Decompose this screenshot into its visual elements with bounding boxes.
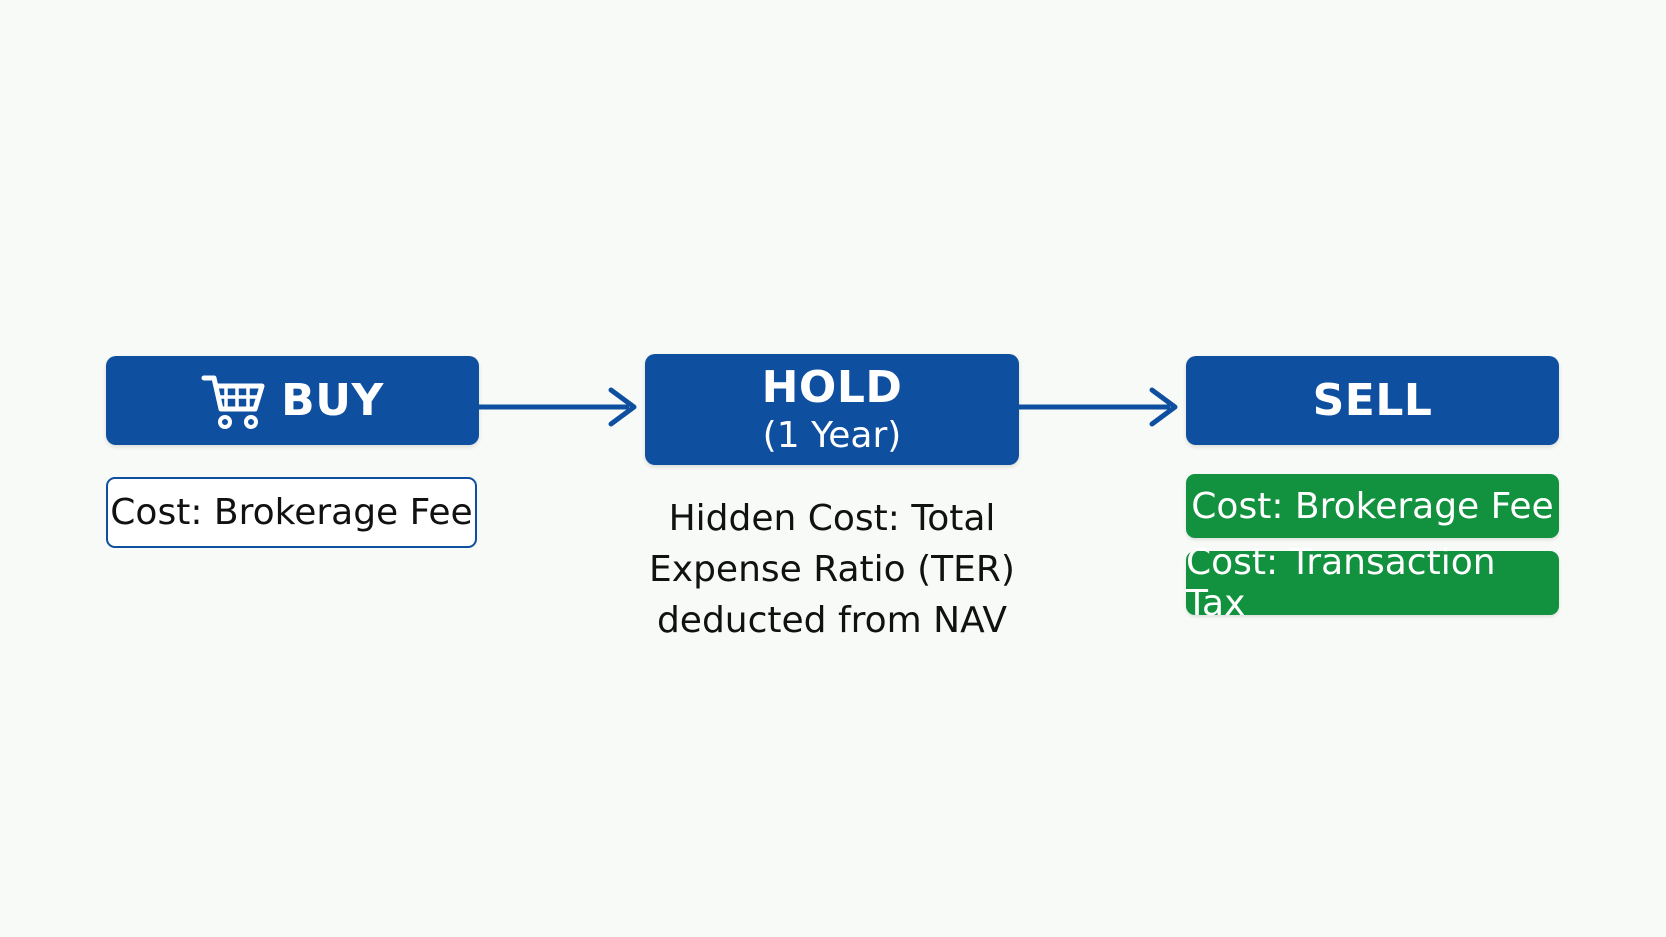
sell-stage-box: SELL <box>1186 356 1559 445</box>
buy-cost-box: Cost: Brokerage Fee <box>106 477 477 548</box>
hold-stage-title: HOLD <box>761 361 903 413</box>
buy-stage-box: BUY <box>106 356 479 445</box>
hold-to-sell-arrow <box>1019 387 1178 427</box>
hold-stage-subtitle: (1 Year) <box>762 414 902 456</box>
hold-stage-box: HOLD (1 Year) <box>645 354 1019 465</box>
hidden-cost-line-1: Hidden Cost: Total <box>668 498 996 539</box>
shopping-cart-icon <box>201 375 265 429</box>
buy-stage-title: BUY <box>281 374 384 426</box>
buy-to-hold-arrow <box>479 387 637 427</box>
hidden-cost-line-2: Expense Ratio (TER) <box>649 549 1015 590</box>
sell-stage-title: SELL <box>1312 374 1433 426</box>
sell-cost-brokerage-box: Cost: Brokerage Fee <box>1186 474 1559 538</box>
hidden-cost-line-3: deducted from NAV <box>656 600 1008 641</box>
sell-cost-transaction-tax-box: Cost: Transaction Tax <box>1186 542 1559 624</box>
hold-hidden-cost-text: Hidden Cost: Total Expense Ratio (TER) d… <box>632 493 1032 646</box>
